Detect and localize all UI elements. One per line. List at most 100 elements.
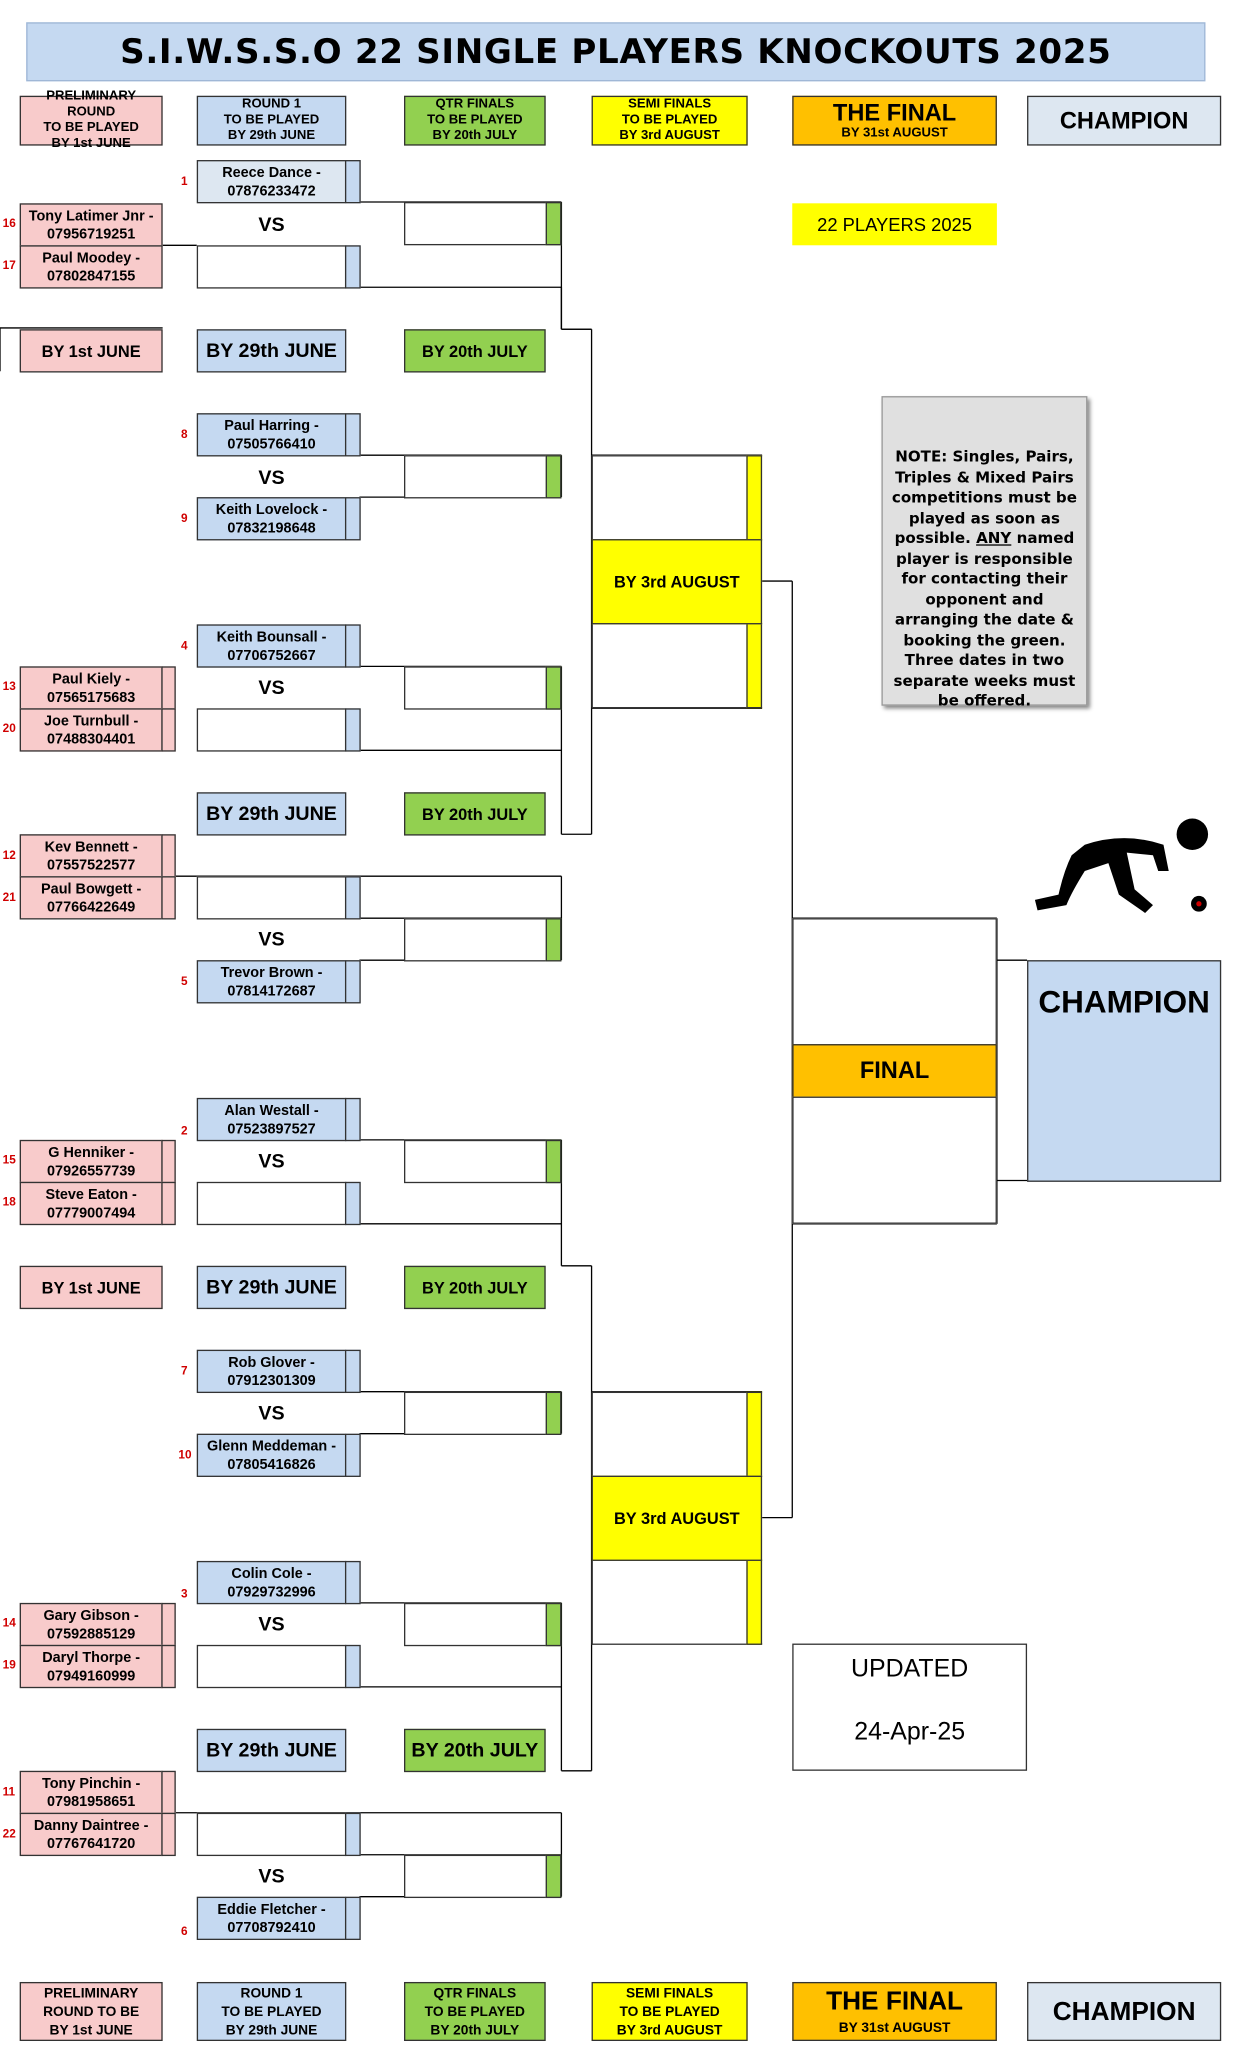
qtr-date: BY 20th JULY <box>404 329 546 373</box>
player-card: Rob Glover - 07912301309 <box>196 1349 347 1394</box>
player-seed: 19 <box>2 1657 16 1672</box>
player-seed: 18 <box>2 1194 16 1209</box>
footer-prelim-line2: ROUND TO BE <box>43 2003 140 2020</box>
player-name: Paul Moodey - <box>42 249 141 266</box>
player-phone: 07926557739 <box>47 1162 136 1179</box>
player-seed: 20 <box>2 721 16 735</box>
footer-semi-line1: SEMI FINALS <box>625 1985 714 2001</box>
player-phone: 07706752667 <box>227 647 316 664</box>
player-card: Paul Kiely - 07565175683 <box>19 666 163 710</box>
player-name: G Henniker - <box>48 1144 135 1161</box>
round1-tab <box>344 1644 361 1689</box>
player-card: Eddie Fletcher - 07708792410 <box>196 1896 347 1941</box>
player-seed: 3 <box>181 1587 188 1601</box>
player-phone: 07708792410 <box>227 1919 316 1936</box>
player-name: Danny Daintree - <box>33 1817 149 1834</box>
player-card: Danny Daintree - 07767641720 <box>19 1812 163 1857</box>
player-card: Tony Pinchin - 07981958651 <box>19 1770 163 1815</box>
header-prelim-line1: PRELIMINARY ROUND <box>46 89 137 120</box>
round1-tab <box>344 1812 361 1857</box>
header-semi-line1: SEMI FINALS <box>628 97 712 112</box>
round1-tab <box>344 624 361 668</box>
vs-label: VS <box>258 1865 285 1888</box>
final-slot-2[interactable] <box>792 1096 997 1224</box>
player-seed: 9 <box>181 511 188 525</box>
prelim-tab <box>161 666 176 710</box>
player-seed: 22 <box>2 1827 16 1841</box>
player-phone: 07523897527 <box>227 1120 316 1137</box>
player-seed: 2 <box>181 1124 188 1138</box>
semi-date-2: BY 3rd AUGUST <box>591 1475 763 1561</box>
qtr-slot-2[interactable] <box>404 455 562 499</box>
qtr-slot-5[interactable] <box>404 1139 562 1184</box>
round1-tab <box>344 1560 361 1605</box>
player-card: Daryl Thorpe - 07949160999 <box>19 1644 163 1689</box>
qtr-slot-7[interactable] <box>404 1602 562 1647</box>
player-name: Glenn Meddeman - <box>206 1438 337 1455</box>
player-phone: 07876233472 <box>227 182 316 199</box>
player-seed: 10 <box>178 1448 192 1462</box>
header-final-line2: BY 31st AUGUST <box>841 125 948 141</box>
player-name: Paul Bowgett - <box>41 880 142 897</box>
semi-slot-2[interactable] <box>591 623 763 709</box>
player-seed: 12 <box>2 848 16 862</box>
player-name: Kev Bennett - <box>44 838 138 855</box>
champion-box[interactable]: CHAMPION <box>1027 960 1222 1182</box>
round1-slot[interactable] <box>196 1812 347 1857</box>
qtr-slot-4[interactable] <box>404 918 562 962</box>
qtr-slot-6[interactable] <box>404 1391 562 1435</box>
player-name: Reece Dance - <box>222 164 321 181</box>
prelim-tab <box>161 1602 176 1647</box>
player-seed: 8 <box>181 427 188 441</box>
player-seed: 11 <box>2 1785 16 1799</box>
semi-tab-1 <box>746 455 763 541</box>
semi-tab-2 <box>746 623 763 709</box>
player-name: Keith Bounsall - <box>216 628 327 645</box>
round1-slot[interactable] <box>196 1181 347 1226</box>
round1-slot[interactable] <box>196 708 347 752</box>
round1-tab <box>344 1433 361 1477</box>
header-round1: ROUND 1 TO BE PLAYED BY 29th JUNE <box>196 95 347 146</box>
semi-slot-1[interactable] <box>591 455 763 541</box>
player-card: Kev Bennett - 07557522577 <box>19 834 163 878</box>
header-champion: CHAMPION <box>1027 95 1222 146</box>
round1-tab <box>344 413 361 457</box>
qtr-slot-1[interactable] <box>404 202 562 246</box>
rules-note: NOTE: Singles, Pairs, Triples & Mixed Pa… <box>881 396 1088 710</box>
qtr-date: BY 20th JULY <box>404 792 546 836</box>
footer-prelim: PRELIMINARY ROUND TO BE BY 1st JUNE <box>19 1981 163 2042</box>
semi-slot-3[interactable] <box>591 1391 763 1477</box>
qtr-tab-3 <box>545 666 562 710</box>
updated-box: UPDATED 24-Apr-25 <box>792 1643 1028 1771</box>
header-champion-label: CHAMPION <box>1059 107 1189 134</box>
player-phone: 07779007494 <box>47 1204 136 1221</box>
player-seed: 14 <box>2 1616 16 1630</box>
player-seed: 13 <box>2 679 16 693</box>
semi-slot-4[interactable] <box>591 1559 763 1645</box>
header-qtr-line2: TO BE PLAYED <box>427 112 523 128</box>
prelim-tab <box>161 1181 176 1226</box>
qtr-slot-3[interactable] <box>404 666 562 710</box>
round1-tab <box>344 1896 361 1941</box>
vs-label: VS <box>258 1150 285 1173</box>
semi-tab-3 <box>746 1391 763 1477</box>
footer-semi: SEMI FINALS TO BE PLAYED BY 3rd AUGUST <box>591 1981 748 2042</box>
final-slot-1[interactable] <box>792 918 997 1046</box>
player-name: Paul Kiely - <box>52 670 131 687</box>
player-name: Daryl Thorpe - <box>42 1649 141 1666</box>
player-card: Glenn Meddeman - 07805416826 <box>196 1433 347 1477</box>
prelim-tab <box>161 834 176 878</box>
qtr-slot-8[interactable] <box>404 1854 562 1899</box>
page-title: S.I.W.S.S.O 22 SINGLE PLAYERS KNOCKOUTS … <box>26 22 1206 82</box>
semi-tab-4 <box>746 1559 763 1645</box>
round1-tab <box>344 960 361 1004</box>
player-phone: 07505766410 <box>227 436 316 452</box>
player-phone: 07929732996 <box>227 1583 316 1600</box>
round1-slot[interactable] <box>196 1644 347 1689</box>
round1-date: BY 29th JUNE <box>196 1728 347 1773</box>
round1-slot[interactable] <box>196 876 347 920</box>
round1-slot[interactable] <box>196 245 347 289</box>
vs-label: VS <box>258 1613 285 1636</box>
header-semi-line2: TO BE PLAYED <box>621 112 718 128</box>
header-qtr: QTR FINALS TO BE PLAYED BY 20th JULY <box>404 95 546 146</box>
